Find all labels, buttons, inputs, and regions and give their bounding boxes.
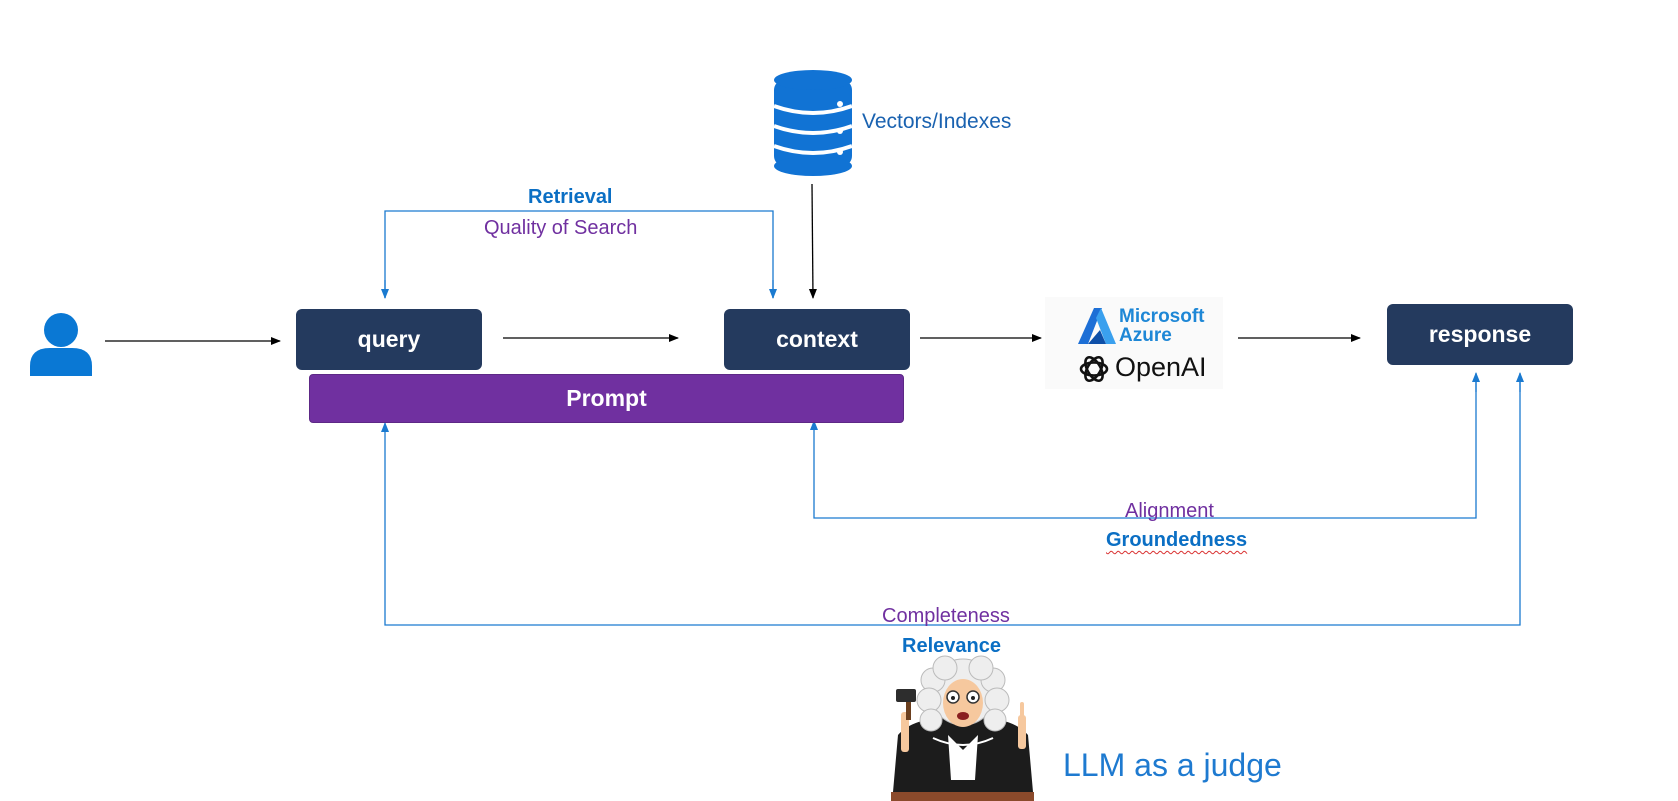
arrow-db-to-context — [808, 183, 817, 299]
prompt-label: Prompt — [566, 385, 647, 411]
prompt-bar: Prompt — [309, 374, 904, 423]
retrieval-description: Quality of Search — [484, 217, 638, 239]
azure-logo-icon — [1078, 308, 1116, 344]
user-icon — [30, 313, 92, 376]
retrieval-connector — [384, 210, 774, 298]
relevance-description: Completeness — [882, 605, 1010, 627]
azure-vendor-text: Microsoft — [1119, 306, 1205, 327]
openai-text: OpenAI — [1115, 352, 1207, 382]
azure-product-text: Azure — [1119, 325, 1172, 346]
response-node: response — [1387, 304, 1573, 365]
groundedness-metric-label: Groundedness — [1106, 529, 1248, 551]
datastore-label: Vectors/Indexes — [862, 110, 1012, 133]
context-label: context — [776, 326, 858, 352]
openai-logo-icon — [1079, 355, 1109, 383]
database-icon — [773, 70, 853, 176]
response-label: response — [1428, 321, 1532, 347]
retrieval-metric-label: Retrieval — [528, 186, 613, 208]
azure-openai-logo: Microsoft Azure OpenAI — [1045, 297, 1223, 389]
query-label: query — [357, 326, 421, 352]
relevance-connector — [384, 374, 1521, 626]
judge-label: LLM as a judge — [1063, 747, 1282, 783]
groundedness-description: Alignment — [1125, 500, 1214, 522]
relevance-metric-label: Relevance — [902, 635, 1001, 657]
query-node: query — [296, 309, 482, 370]
judge-icon — [891, 655, 1034, 801]
context-node: context — [724, 309, 910, 370]
groundedness-connector — [813, 374, 1477, 519]
